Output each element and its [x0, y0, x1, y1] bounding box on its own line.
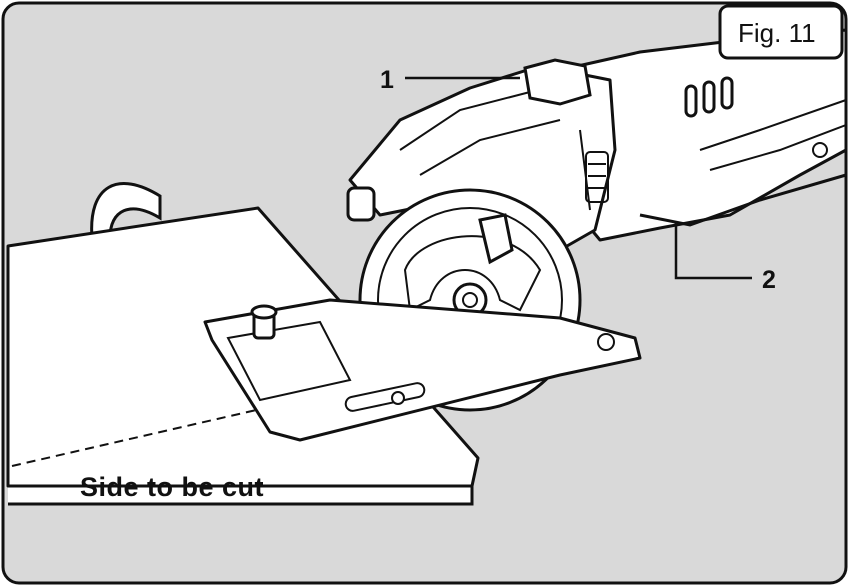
blade-arbor-bolt [462, 292, 478, 308]
board-handle [90, 182, 162, 240]
side-ribs [585, 151, 609, 203]
housing-underside [639, 173, 847, 227]
figure-label-box [718, 4, 844, 60]
figure-label: Fig. 11 [738, 18, 816, 48]
cut-line [11, 399, 301, 467]
plate-rear-bolt [597, 333, 615, 351]
housing-screw [812, 142, 828, 158]
callout-2-number: 2 [762, 266, 776, 294]
base-plate [203, 298, 642, 442]
plate-adjuster [250, 304, 278, 340]
housing-grip [699, 99, 847, 171]
base-plate-recess [226, 320, 352, 402]
base-plate-slot [344, 382, 426, 412]
board-edge [8, 484, 474, 506]
clamp-lever [478, 213, 514, 265]
depth-knob [346, 186, 376, 222]
callout-1-number: 1 [380, 66, 394, 94]
plate-slot-bolt [391, 391, 405, 405]
housing-vents [684, 76, 734, 118]
cut-side-caption: Side to be cut [80, 472, 264, 502]
callout-2-leader [674, 222, 752, 280]
lock-button [523, 58, 592, 106]
